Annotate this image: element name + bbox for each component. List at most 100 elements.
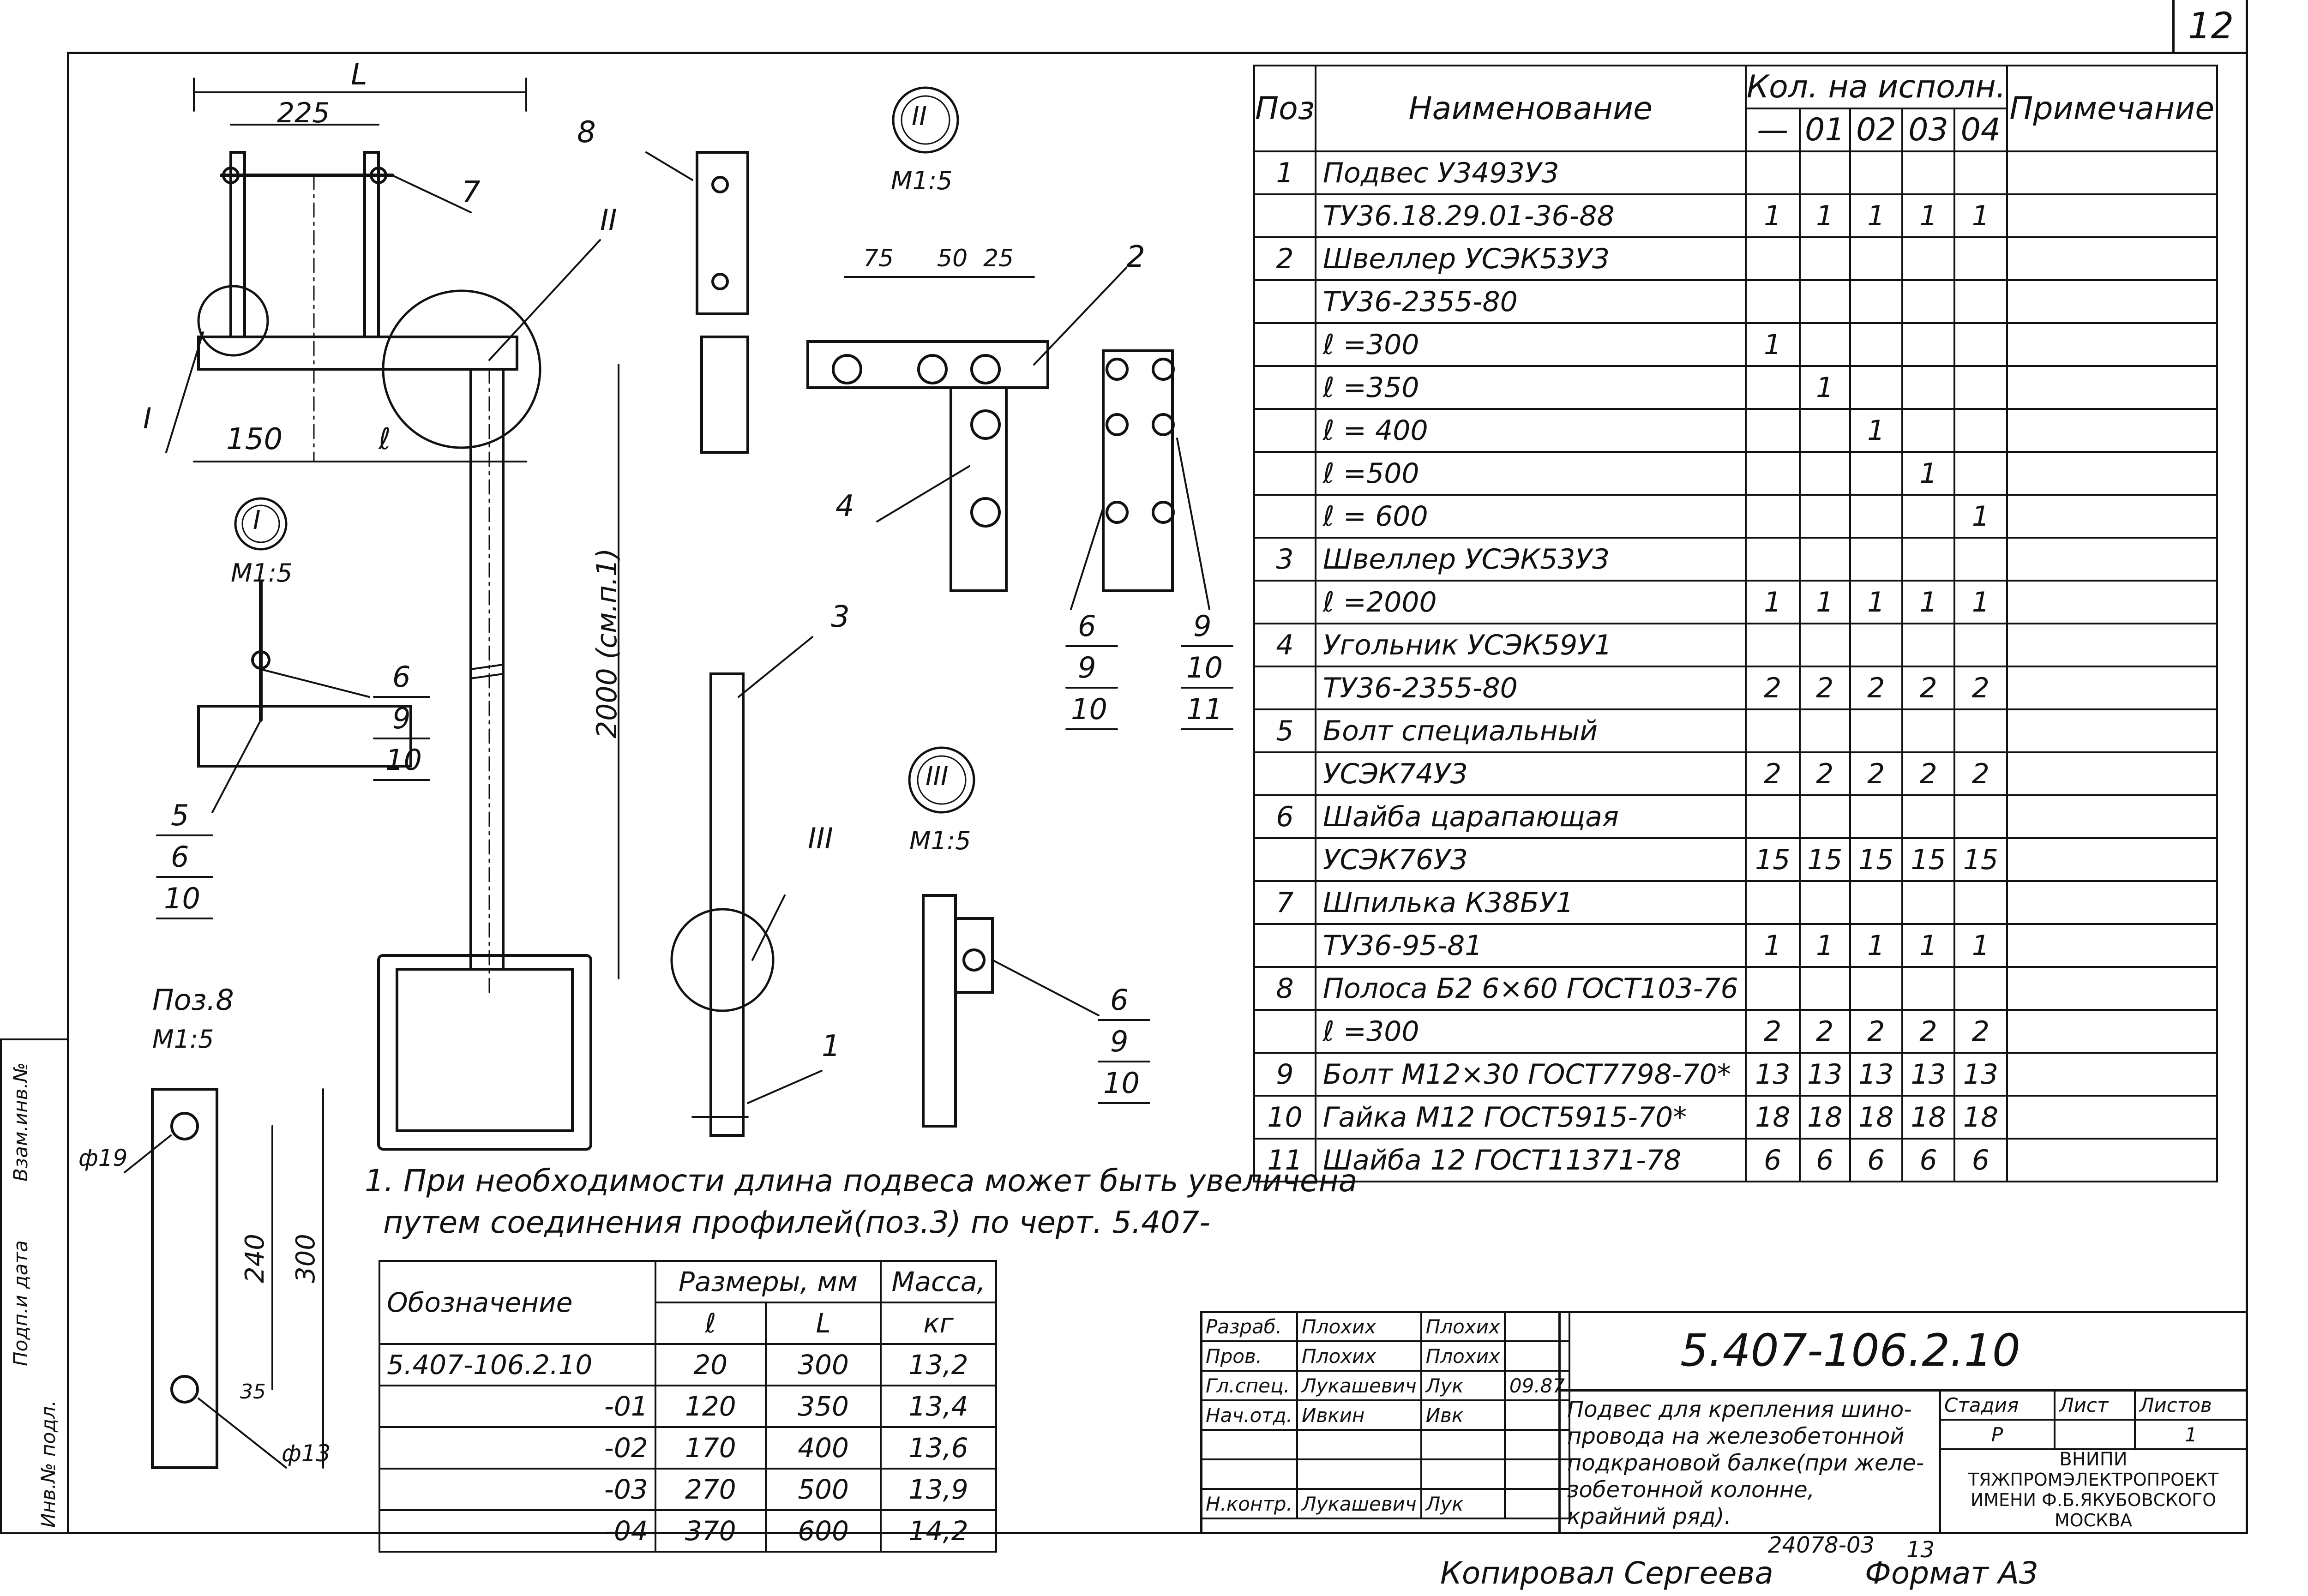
spec-qty-cell <box>1798 408 1851 453</box>
spec-qty-cell <box>1744 494 1801 539</box>
callout-II-b-3: 11 <box>1186 692 1223 726</box>
title-role-role: Н.контр. <box>1200 1488 1298 1519</box>
title-line: Подвес для крепления шино- <box>1567 1397 1912 1422</box>
spec-qty-cell <box>1901 236 1956 281</box>
spec-qty-cell <box>1744 408 1801 453</box>
dims-cell-l: 20 <box>654 1343 767 1386</box>
spec-qty-cell <box>1849 708 1903 753</box>
spec-table: Поз Наименование Кол. на исполн. Примеча… <box>1253 65 2218 1182</box>
org-line: ТЯЖПРОМЭЛЕКТРОПРОЕКТ <box>1968 1470 2219 1490</box>
spec-qty-cell <box>1744 880 1801 925</box>
spec-qty-cell <box>1849 494 1903 539</box>
title-line: провода на железобетонной <box>1567 1423 1905 1449</box>
dim-2000: 2000 (см.п.1) <box>591 548 623 738</box>
spec-qty-cell: 18 <box>1798 1095 1851 1140</box>
spec-qty-cell <box>1798 236 1851 281</box>
spec-variant: 03 <box>1901 108 1956 152</box>
spec-name-cell: ℓ =300 <box>1314 1009 1747 1054</box>
title-role-role: Нач.отд. <box>1200 1399 1298 1431</box>
spec-name-cell: ТУ36.18.29.01-36-88 <box>1314 193 1747 238</box>
dims-cell-L: 350 <box>764 1385 882 1428</box>
spec-qty-cell <box>1744 537 1801 582</box>
spec-qty-cell: 1 <box>1901 193 1956 238</box>
spec-note-cell <box>2006 880 2218 925</box>
spec-pos-cell <box>1253 408 1316 453</box>
callout-III-2: 9 <box>1110 1025 1129 1058</box>
dims-header-designation: Обозначение <box>379 1260 656 1345</box>
dims-table: Обозначение Размеры, мм Масса, ℓ L кг 5.… <box>379 1260 997 1553</box>
spec-note-cell <box>2006 365 2218 410</box>
spec-name-cell: УСЭК76У3 <box>1314 837 1747 882</box>
spec-qty-cell <box>1901 708 1956 753</box>
spec-pos-cell <box>1253 279 1316 324</box>
spec-qty-cell: 13 <box>1953 1052 2008 1097</box>
spec-qty-cell: 1 <box>1849 408 1903 453</box>
dims-cell-d: -01 <box>379 1385 656 1428</box>
spec-qty-cell <box>1849 794 1903 839</box>
spec-qty-cell <box>1953 966 2008 1011</box>
spec-variant: 02 <box>1849 108 1903 152</box>
spec-name-cell: Угольник УСЭК59У1 <box>1314 623 1747 667</box>
spec-qty-cell <box>1901 880 1956 925</box>
spec-qty-cell: 15 <box>1744 837 1801 882</box>
spec-qty-cell <box>1849 966 1903 1011</box>
spec-pos-cell <box>1253 494 1316 539</box>
title-role-sign <box>1420 1458 1506 1490</box>
stage-value: Р <box>1939 1419 2056 1450</box>
spec-qty-cell <box>1901 494 1956 539</box>
spec-note-cell <box>2006 1009 2218 1054</box>
dims-cell-d: -04 <box>379 1509 656 1553</box>
spec-name-cell: Болт М12×30 ГОСТ7798-70* <box>1314 1052 1747 1097</box>
spec-qty-cell: 2 <box>1849 666 1903 710</box>
callout-II-b-2: 10 <box>1186 651 1223 684</box>
spec-qty-cell: 6 <box>1953 1138 2008 1182</box>
spec-qty-cell <box>1953 279 2008 324</box>
title-role-role: Пров. <box>1200 1340 1298 1372</box>
sheet-border <box>67 52 2248 1534</box>
note-line-2: путем соединения профилей(поз.3) по черт… <box>383 1205 1210 1240</box>
spec-qty-cell: 15 <box>1901 837 1956 882</box>
spec-qty-cell: 2 <box>1849 751 1903 796</box>
spec-pos-cell: 3 <box>1253 537 1316 582</box>
dims-cell-L: 300 <box>764 1343 882 1386</box>
title-role-name <box>1296 1458 1422 1490</box>
dim-25: 25 <box>983 245 1014 272</box>
spec-name-cell: Швеллер УСЭК53У3 <box>1314 537 1747 582</box>
spec-header-qty: Кол. на исполн. <box>1744 65 2008 109</box>
callout-8: 8 <box>577 115 596 150</box>
spec-qty-cell: 1 <box>1953 494 2008 539</box>
dims-cell-l: 270 <box>654 1468 767 1511</box>
spec-name-cell: ℓ =500 <box>1314 451 1747 496</box>
spec-qty-cell: 6 <box>1901 1138 1956 1182</box>
spec-note-cell <box>2006 279 2218 324</box>
stage-table: Стадия Лист Листов Р 1 <box>1939 1389 2248 1450</box>
scale-III: М1:5 <box>909 826 971 855</box>
spec-qty-cell <box>1901 408 1956 453</box>
dims-cell-l: 120 <box>654 1385 767 1428</box>
title-role-role: Гл.спец. <box>1200 1370 1298 1401</box>
spec-qty-cell: 2 <box>1901 751 1956 796</box>
title-code-divider <box>1558 1389 2248 1392</box>
spec-note-cell <box>2006 451 2218 496</box>
spec-qty-cell: 2 <box>1953 1009 2008 1054</box>
spec-qty-cell <box>1901 279 1956 324</box>
spec-qty-cell: 13 <box>1849 1052 1903 1097</box>
spec-qty-cell <box>1901 966 1956 1011</box>
title-role-role <box>1200 1458 1298 1490</box>
spec-pos-cell <box>1253 451 1316 496</box>
title-role-sign: Лук <box>1420 1488 1506 1519</box>
copied-by: Копировал Сергеева <box>1440 1555 1773 1591</box>
spec-qty-cell: 1 <box>1798 193 1851 238</box>
title-role-sign <box>1420 1429 1506 1460</box>
spec-pos-cell: 5 <box>1253 708 1316 753</box>
callout-II-b-1: 9 <box>1193 609 1212 643</box>
